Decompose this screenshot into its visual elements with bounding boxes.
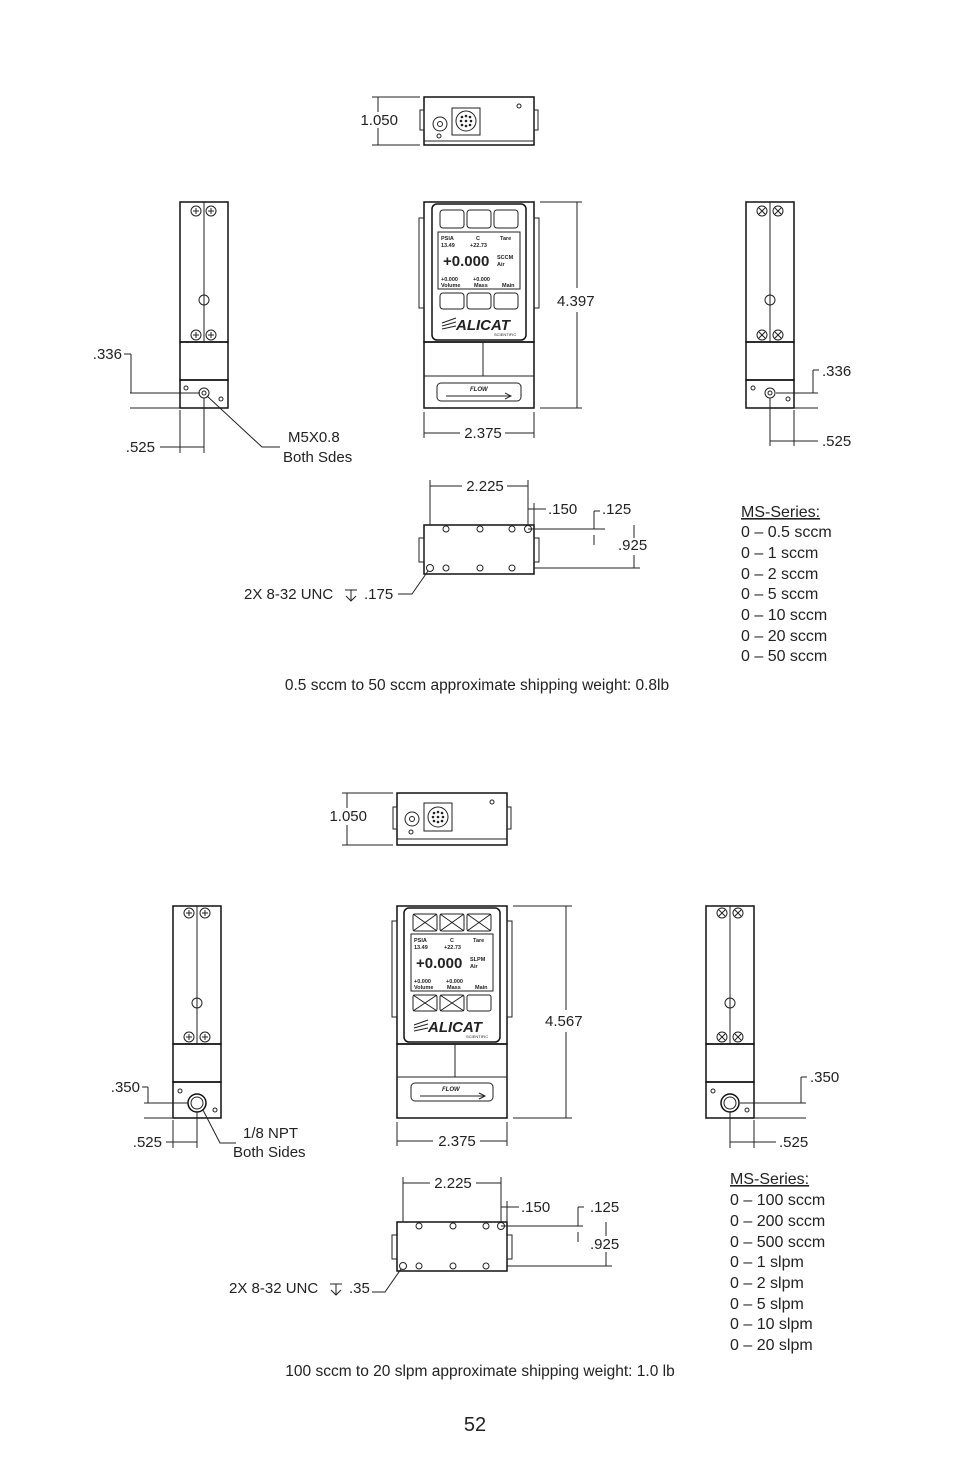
svg-text:SCCM: SCCM (497, 255, 514, 261)
svg-text:Tare: Tare (473, 938, 484, 944)
series-title-top: MS-Series: (741, 504, 820, 521)
dim-front-height-bottom: 4.567 (545, 1013, 583, 1030)
bottom-view-top: 2.225 .150 .125 .925 2X 8-32 UNC .175 (244, 478, 647, 603)
flow-label-bottom: FLOW (442, 1087, 461, 1093)
bottom-set: 1.050 .350 .525 (111, 792, 839, 1380)
series-item: 0 – 5 sccm (741, 586, 818, 603)
svg-text:13.49: 13.49 (441, 243, 455, 249)
top-view-top: 1.050 (360, 96, 539, 146)
port-thread-sides-top: Both Sdes (283, 449, 352, 466)
svg-text:Volume: Volume (414, 985, 433, 991)
svg-text:Main: Main (475, 985, 488, 991)
dim-top-height-bottom: 1.050 (329, 808, 367, 825)
series-title-bottom: MS-Series: (730, 1171, 809, 1188)
mount-thread-label-top: 2X 8-32 UNC (244, 586, 333, 603)
series-item: 0 – 1 sccm (741, 545, 818, 562)
flow-label-top: FLOW (470, 387, 489, 393)
right-side-view-top: .336 .525 (745, 201, 851, 450)
series-item: 0 – 100 sccm (730, 1192, 825, 1209)
svg-text:SLPM: SLPM (470, 957, 486, 963)
dim-bottom-edge-offset-top: .125 (602, 501, 631, 518)
dim-right-port-offset-bottom: .525 (779, 1134, 808, 1151)
series-item: 0 – 20 sccm (741, 628, 827, 645)
svg-text:+0.000: +0.000 (414, 979, 431, 985)
top-view-bottom: 1.050 (329, 792, 512, 846)
weight-note-top: 0.5 sccm to 50 sccm approximate shipping… (285, 677, 669, 694)
svg-text:+0.000: +0.000 (416, 955, 462, 972)
left-side-view-bottom: .350 .525 1/8 NPT Both Sides (111, 905, 306, 1161)
dim-bottom-hole-offset-top: .150 (548, 501, 577, 518)
svg-text:+22.73: +22.73 (470, 243, 487, 249)
series-item: 0 – 2 slpm (730, 1275, 804, 1292)
depth-symbol-icon (345, 589, 357, 602)
series-item: 0 – 200 sccm (730, 1213, 825, 1230)
svg-text:Mass: Mass (474, 283, 488, 289)
svg-text:Mass: Mass (447, 985, 461, 991)
port-thread-label-bottom: 1/8 NPT (243, 1125, 298, 1142)
svg-text:Air: Air (497, 262, 506, 268)
right-side-view-bottom: .350 .525 (705, 905, 839, 1151)
top-set: 1.050 .336 .525 (93, 96, 851, 694)
dim-right-port-height-bottom: .350 (810, 1069, 839, 1086)
dim-front-height-top: 4.397 (557, 293, 595, 310)
svg-text:Volume: Volume (441, 283, 460, 289)
svg-text:+0.000: +0.000 (473, 277, 490, 283)
port-thread-label-top: M5X0.8 (288, 429, 340, 446)
dim-left-port-height-bottom: .350 (111, 1079, 140, 1096)
mount-thread-label-bottom: 2X 8-32 UNC (229, 1280, 318, 1297)
bottom-view-bottom: 2.225 .150 .125 .925 2X 8-32 UNC .35 (229, 1175, 619, 1297)
series-item: 0 – 2 sccm (741, 566, 818, 583)
front-view-top: PSIA C Tare 13.49 +22.73 +0.000 SCCM Air… (418, 201, 595, 442)
dim-bottom-depth-bottom: .925 (590, 1236, 619, 1253)
dim-front-width-bottom: 2.375 (438, 1133, 476, 1150)
series-item: 0 – 1 slpm (730, 1254, 804, 1271)
logo-bottom: ALICAT (427, 1019, 484, 1036)
dim-left-port-height-top: .336 (93, 346, 122, 363)
depth-symbol-icon (330, 1283, 342, 1296)
svg-text:SCIENTIFIC: SCIENTIFIC (466, 1034, 488, 1039)
series-item: 0 – 10 sccm (741, 607, 827, 624)
series-item: 0 – 50 sccm (741, 648, 827, 665)
series-item: 0 – 20 slpm (730, 1337, 813, 1354)
logo-top: ALICAT (455, 317, 512, 334)
left-side-view-top: .336 .525 M5X0.8 Both Sdes (93, 201, 352, 466)
dim-left-port-offset-bottom: .525 (133, 1134, 162, 1151)
svg-text:PSIA: PSIA (414, 938, 427, 944)
dim-bottom-span-top: 2.225 (466, 478, 504, 495)
svg-text:PSIA: PSIA (441, 236, 454, 242)
series-item: 0 – 0.5 sccm (741, 524, 832, 541)
dim-top-height: 1.050 (360, 112, 398, 129)
dim-front-width-top: 2.375 (464, 425, 502, 442)
weight-note-bottom: 100 sccm to 20 slpm approximate shipping… (285, 1363, 674, 1380)
dim-bottom-edge-offset-bottom: .125 (590, 1199, 619, 1216)
front-view-bottom: PSIA C Tare 13.49 +22.73 +0.000 SLPM Air… (391, 905, 583, 1150)
mount-depth-top: .175 (364, 586, 393, 603)
series-list-bottom: MS-Series: 0 – 100 sccm 0 – 200 sccm 0 –… (730, 1171, 825, 1354)
dim-bottom-depth-top: .925 (618, 537, 647, 554)
svg-text:Tare: Tare (500, 236, 511, 242)
svg-text:C: C (476, 236, 480, 242)
series-item: 0 – 500 sccm (730, 1234, 825, 1251)
dim-right-port-height-top: .336 (822, 363, 851, 380)
dim-bottom-hole-offset-bottom: .150 (521, 1199, 550, 1216)
svg-text:SCIENTIFIC: SCIENTIFIC (494, 332, 516, 337)
svg-text:+22.73: +22.73 (444, 945, 461, 951)
svg-text:13.49: 13.49 (414, 945, 428, 951)
series-list-top: MS-Series: 0 – 0.5 sccm 0 – 1 sccm 0 – 2… (741, 504, 832, 665)
svg-text:+0.000: +0.000 (446, 979, 463, 985)
svg-text:Main: Main (502, 283, 515, 289)
dim-left-port-offset-top: .525 (126, 439, 155, 456)
series-item: 0 – 10 slpm (730, 1316, 813, 1333)
svg-text:C: C (450, 938, 454, 944)
svg-text:+0.000: +0.000 (441, 277, 458, 283)
series-item: 0 – 5 slpm (730, 1296, 804, 1313)
dim-bottom-span-bottom: 2.225 (434, 1175, 472, 1192)
page-number: 52 (464, 1414, 486, 1436)
port-thread-sides-bottom: Both Sides (233, 1144, 306, 1161)
dim-right-port-offset-top: .525 (822, 433, 851, 450)
mount-depth-bottom: .35 (349, 1280, 370, 1297)
svg-text:Air: Air (470, 964, 479, 970)
svg-text:+0.000: +0.000 (443, 253, 489, 270)
